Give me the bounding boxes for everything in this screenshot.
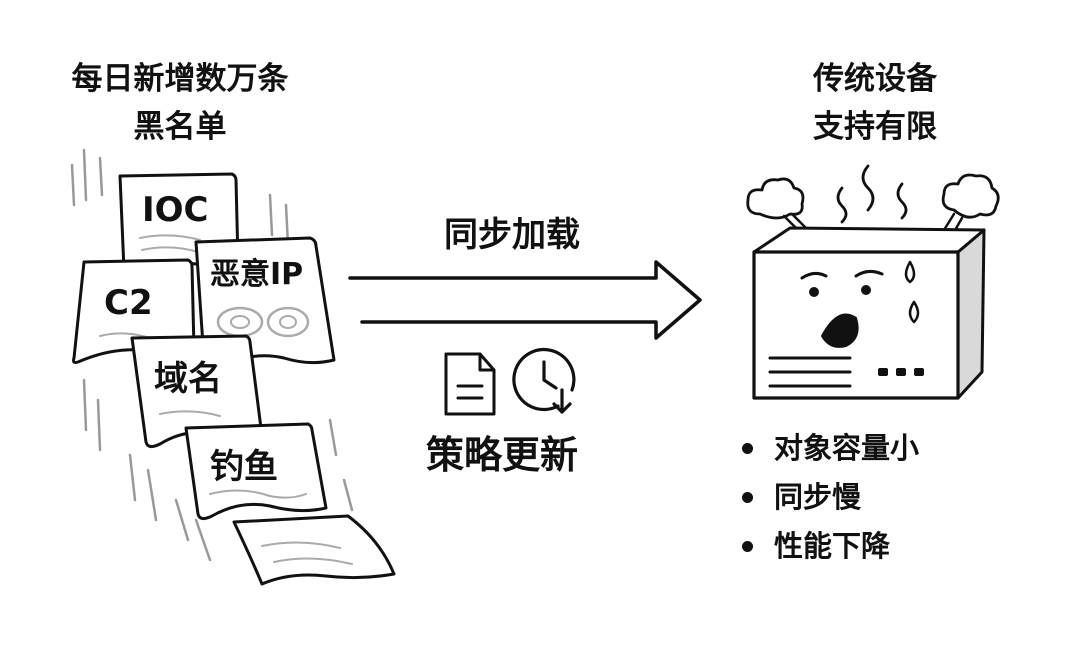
note-malicious-ip: [194, 236, 336, 367]
clock-download-icon: [512, 347, 576, 414]
heat-lines: [836, 164, 908, 224]
motion-lines: [70, 148, 354, 562]
note-bottom-sheet: [232, 514, 396, 586]
arrow-label: 同步加载: [444, 215, 580, 255]
issue-item: 对象容量小: [738, 424, 919, 473]
right-title-line1: 传统设备: [813, 61, 937, 97]
sync-arrow: [348, 260, 702, 340]
left-title-line2: 黑名单: [133, 109, 227, 145]
steam-cloud-icon: [746, 173, 1000, 234]
note-phishing-label: 钓鱼: [210, 447, 278, 487]
stressed-device-icon: [752, 226, 986, 400]
note-phishing: [184, 422, 328, 521]
note-malicious-ip-label: 恶意IP: [210, 257, 304, 292]
left-title-line1: 每日新增数万条: [71, 61, 289, 97]
document-icon: [444, 352, 496, 416]
note-c2-label: C2: [104, 283, 153, 323]
issue-item: 性能下降: [738, 522, 919, 571]
note-domain-label: 域名: [154, 359, 222, 399]
issue-item: 同步慢: [738, 473, 919, 522]
policy-update-label: 策略更新: [426, 433, 579, 477]
issue-list: 对象容量小 同步慢 性能下降: [738, 424, 919, 571]
right-title-line2: 支持有限: [813, 109, 937, 145]
note-ioc-label: IOC: [142, 190, 209, 230]
